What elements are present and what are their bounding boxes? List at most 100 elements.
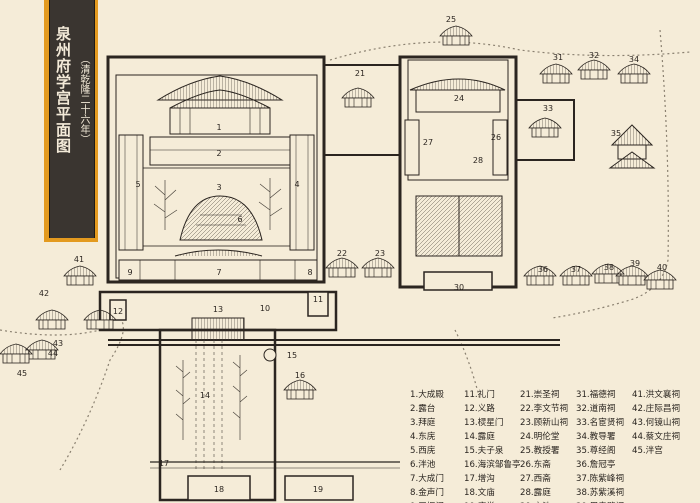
gate-limen (307, 291, 329, 317)
legend-item: 12.义路 (464, 404, 495, 414)
legend-item: 35.尊经阁 (576, 446, 616, 456)
svg-text:13: 13 (213, 305, 223, 314)
zunjing-pavilion (608, 124, 656, 169)
svg-text:43: 43 (53, 339, 63, 348)
bottom-hall-20 (284, 475, 354, 501)
svg-text:30: 30 (454, 283, 464, 292)
bottom-hall-18 (187, 475, 251, 501)
svg-text:10: 10 (260, 304, 270, 313)
gate-yilu (109, 299, 127, 321)
legend-item: 1.大成殿 (410, 390, 444, 400)
legend-item: 45.泮宫 (632, 446, 663, 456)
svg-text:36: 36 (538, 265, 548, 274)
svg-text:18: 18 (214, 485, 224, 494)
legend-item: 14.露庭 (464, 432, 495, 442)
legend-item: 42.庄际昌祠 (632, 404, 681, 414)
legend-item: 26.东斋 (520, 460, 551, 470)
svg-text:3: 3 (216, 183, 221, 192)
legend-item: 37.陈紫峰祠 (576, 474, 625, 484)
legend-item: 31.福德祠 (576, 390, 616, 400)
legend-item: 15.夫子泉 (464, 446, 504, 456)
legend-item: 17.增沟 (464, 474, 495, 484)
confucius-spring (263, 348, 277, 362)
legend-item: 28.露庭 (520, 488, 551, 498)
legend-item: 43.何镜山祠 (632, 418, 681, 428)
svg-text:32: 32 (589, 51, 599, 60)
svg-text:31: 31 (553, 53, 563, 62)
map-title: 泉州府学宫平面图 (54, 26, 72, 154)
svg-text:28: 28 (473, 156, 483, 165)
svg-text:33: 33 (543, 104, 553, 113)
legend-item: 5.西庑 (410, 446, 436, 456)
gate-row (118, 259, 318, 281)
svg-text:1: 1 (216, 123, 221, 132)
legend-item: 23.顾新山祠 (520, 418, 569, 428)
legend-item: 6.泮池 (410, 460, 436, 470)
terrace (149, 136, 291, 166)
map-numbers: 1 2 3 4 5 6 7 8 9 10 11 12 13 14 15 16 1… (17, 15, 667, 494)
svg-text:16: 16 (295, 371, 305, 380)
svg-text:6: 6 (237, 215, 242, 224)
pangong-gate-band (98, 290, 560, 346)
svg-text:19: 19 (313, 485, 323, 494)
svg-text:14: 14 (200, 391, 210, 400)
legend-item: 24.明伦堂 (520, 432, 560, 442)
svg-text:2: 2 (216, 149, 221, 158)
svg-text:5: 5 (135, 180, 140, 189)
title-panel: 泉州府学宫平面图 （清乾隆二十六年） (44, 0, 98, 242)
legend-item: 32.道南祠 (576, 404, 616, 414)
svg-text:9: 9 (127, 268, 132, 277)
svg-text:12: 12 (113, 307, 123, 316)
dotted-path (0, 29, 691, 471)
legend-item: 4.东庑 (410, 432, 436, 442)
legend-item: 8.金声门 (410, 488, 444, 498)
svg-text:41: 41 (74, 255, 84, 264)
svg-text:39: 39 (630, 259, 640, 268)
side-court-21 (323, 64, 401, 156)
svg-text:15: 15 (287, 351, 297, 360)
legend-item: 16.海滨邹鲁亭 (464, 460, 521, 470)
svg-text:44: 44 (48, 349, 58, 358)
svg-text:27: 27 (423, 138, 433, 147)
svg-text:42: 42 (39, 289, 49, 298)
svg-text:24: 24 (454, 94, 464, 103)
west-hall (404, 119, 420, 176)
legend-item: 34.教导署 (576, 432, 616, 442)
legend-column-1: 1.大成殿2.露台3.拜庭4.东庑5.西庑6.泮池7.大成门8.金声门9.玉振门… (410, 388, 470, 503)
legend-column-5: 41.洪文襄祠 42.庄际昌祠 43.何镜山祠 44.蔡文庄祠 45.泮宫 (632, 388, 692, 458)
legend-item: 44.蔡文庄祠 (632, 432, 681, 442)
svg-text:7: 7 (216, 268, 221, 277)
svg-text:4: 4 (294, 180, 299, 189)
svg-text:35: 35 (611, 129, 621, 138)
hall-dacheng (156, 75, 284, 135)
svg-text:45: 45 (17, 369, 27, 378)
svg-text:21: 21 (355, 69, 365, 78)
court-33 (515, 99, 575, 161)
legend-item: 21.崇圣祠 (520, 390, 560, 400)
svg-text:25: 25 (446, 15, 456, 24)
side-colonnades (118, 134, 315, 251)
legend-item: 7.大成门 (410, 474, 444, 484)
legend-item: 27.西斋 (520, 474, 551, 484)
legend-item: 38.苏紫溪祠 (576, 488, 625, 498)
map-subtitle: （清乾隆二十六年） (78, 54, 89, 144)
legend-item: 33.名宦贤祠 (576, 418, 625, 428)
svg-text:26: 26 (491, 133, 501, 142)
cypress-trees (175, 355, 248, 440)
svg-text:22: 22 (337, 249, 347, 258)
legend-item: 41.洪文襄祠 (632, 390, 681, 400)
shrine-25 (439, 25, 473, 46)
legend-item: 3.拜庭 (410, 418, 436, 428)
svg-text:17: 17 (159, 459, 169, 468)
svg-text:40: 40 (657, 263, 667, 272)
legend-item: 11.礼门 (464, 390, 495, 400)
minglun-hall (409, 78, 506, 113)
svg-text:37: 37 (571, 265, 581, 274)
svg-text:34: 34 (629, 55, 639, 64)
pan-pond (179, 195, 263, 241)
svg-text:8: 8 (307, 268, 312, 277)
